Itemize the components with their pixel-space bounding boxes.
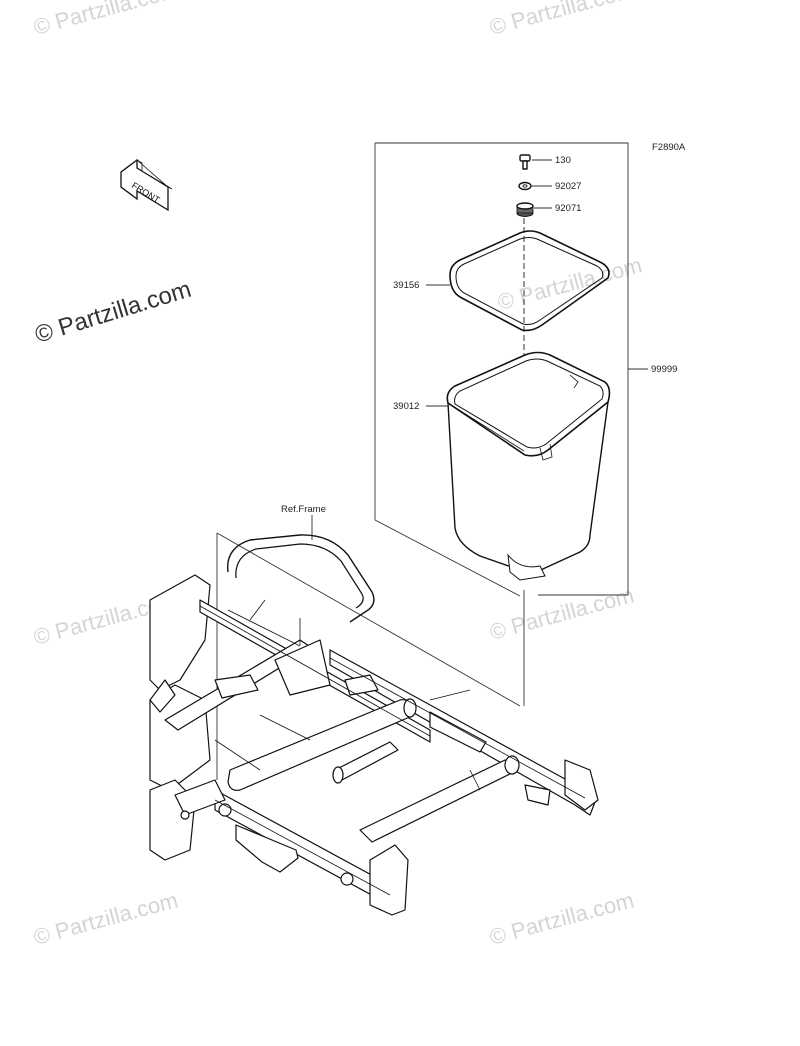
- washer-92027: [518, 181, 552, 191]
- mounting-guides: [216, 532, 525, 780]
- watermark-text: © Partzilla.com: [487, 887, 637, 950]
- assembly-outline: [374, 142, 648, 597]
- grommet-92071: [516, 202, 552, 217]
- watermark-text: © Partzilla.com: [31, 0, 181, 40]
- watermark-text: © Partzilla.com: [487, 582, 637, 645]
- bolt-130: [519, 154, 552, 170]
- ref-frame-label: Ref.Frame: [281, 504, 326, 515]
- part-label-39156: 39156: [393, 280, 419, 291]
- basket-39012: [426, 351, 611, 581]
- watermark-text: © Partzilla.com: [31, 887, 181, 950]
- part-label-92027: 92027: [555, 181, 581, 192]
- watermark-main: © Partzilla.com: [32, 276, 195, 349]
- seal-ring-39156: [426, 230, 610, 332]
- vehicle-frame-details: [199, 599, 586, 896]
- watermark-text: © Partzilla.com: [487, 0, 637, 40]
- diagram-code: F2890A: [652, 142, 686, 153]
- part-label-39012: 39012: [393, 401, 419, 412]
- front-arrow-icon: FRONT: [120, 158, 173, 212]
- part-label-99999: 99999: [651, 364, 677, 375]
- part-label-130: 130: [555, 155, 571, 166]
- part-label-92071: 92071: [555, 203, 581, 214]
